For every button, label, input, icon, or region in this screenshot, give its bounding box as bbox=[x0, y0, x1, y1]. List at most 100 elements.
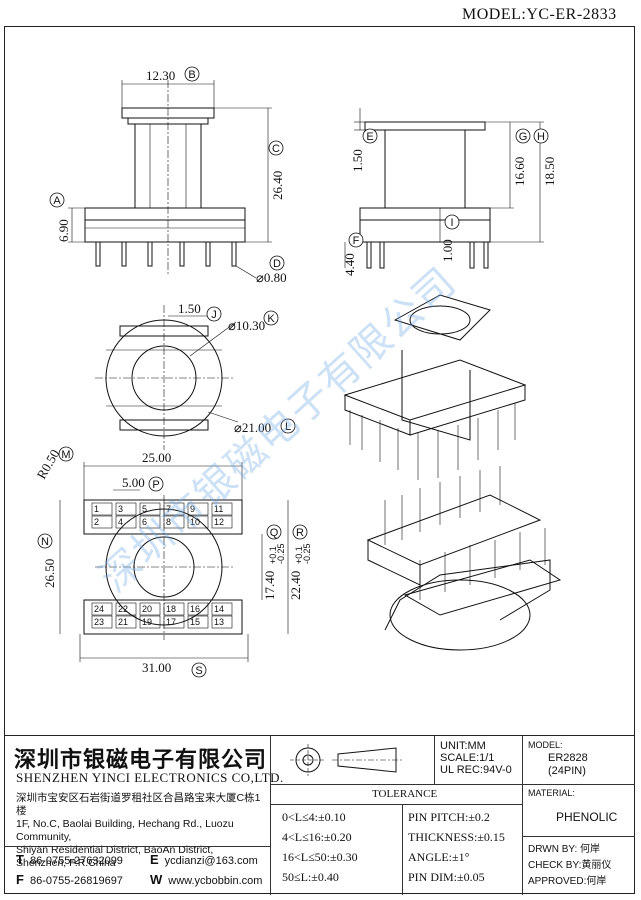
pin-pad bbox=[187, 502, 209, 516]
callout-k: K bbox=[263, 310, 279, 326]
pin-label: 2 bbox=[94, 517, 99, 527]
pin-pad bbox=[91, 502, 113, 516]
web-value[interactable]: www.ycbobbin.com bbox=[168, 875, 263, 887]
pin-label: 7 bbox=[166, 504, 171, 514]
dim-outer-gap: 22.40 bbox=[288, 571, 303, 600]
pin-label: 17 bbox=[166, 617, 176, 627]
pin-pad bbox=[211, 615, 233, 629]
callout-p: P bbox=[148, 476, 164, 492]
pin-label: 23 bbox=[94, 617, 104, 627]
pin-label: 12 bbox=[214, 517, 224, 527]
pin-label: 3 bbox=[118, 504, 123, 514]
pin-pad bbox=[211, 602, 233, 616]
pin-pad bbox=[163, 602, 185, 616]
callout-label: E bbox=[366, 131, 373, 143]
pin-pad bbox=[115, 515, 137, 529]
tol-row-2: 4<L≤16:±0.20 bbox=[282, 830, 352, 844]
pin-pad bbox=[187, 602, 209, 616]
pin-pad bbox=[163, 515, 185, 529]
callout-r: R bbox=[292, 524, 308, 540]
dim-top-slot: 1.50 bbox=[178, 301, 201, 316]
pin-pad bbox=[139, 515, 161, 529]
material-value: PHENOLIC bbox=[556, 810, 618, 824]
drawn-by: DRWN BY: 何岸 bbox=[528, 844, 601, 855]
callout-label: D bbox=[273, 258, 281, 270]
dim-side-pin: 4.40 bbox=[342, 253, 357, 276]
pin-pad bbox=[139, 502, 161, 516]
model-pins: (24PIN) bbox=[548, 765, 586, 777]
callout-label: P bbox=[152, 479, 159, 491]
pin-pad bbox=[163, 502, 185, 516]
dim-side-body: 16.60 bbox=[512, 157, 527, 186]
callout-label: M bbox=[61, 449, 70, 461]
company-address: 深圳市宝安区石岩街道罗租社区合昌路宝来大厦C栋1楼 1F, No.C, Baol… bbox=[16, 792, 266, 870]
divider bbox=[270, 804, 522, 805]
company-name-cn: 深圳市银磁电子有限公司 bbox=[14, 748, 268, 773]
callout-label: C bbox=[272, 143, 280, 155]
model-title: MODEL: bbox=[528, 740, 563, 750]
pin-label: 14 bbox=[214, 604, 224, 614]
pin-label: 9 bbox=[190, 504, 195, 514]
dim-top-inner: ⌀10.30 bbox=[228, 318, 265, 333]
callout-j: J bbox=[206, 306, 222, 322]
title-block: 深圳市银磁电子有限公司 SHENZHEN YINCI ELECTRONICS C… bbox=[4, 735, 635, 895]
tol-row-7: ANGLE:±1° bbox=[408, 850, 470, 864]
dim-pin-radius: R0.50 bbox=[34, 447, 63, 482]
divider bbox=[522, 836, 635, 837]
divider bbox=[270, 784, 635, 785]
divider bbox=[522, 736, 523, 895]
dim-front-width: 12.30 bbox=[146, 68, 175, 83]
dim-front-height: 26.40 bbox=[270, 171, 285, 200]
dim-inner-gap-tol-up: +0.1 bbox=[268, 546, 278, 564]
email-label: E bbox=[150, 852, 159, 867]
fax-label: F bbox=[16, 872, 24, 887]
callout-l: L bbox=[280, 418, 296, 434]
pin-label: 22 bbox=[118, 604, 128, 614]
dim-inner-gap-tol-dn: -0.25 bbox=[276, 543, 286, 564]
pin-label: 20 bbox=[142, 604, 152, 614]
pin-label: 6 bbox=[142, 517, 147, 527]
address-en-3: Shenzhen, P.R.China bbox=[16, 857, 116, 869]
approved-by: APPROVED:何岸 bbox=[528, 876, 607, 887]
fax-value: 86-0755-26819697 bbox=[29, 875, 123, 887]
tel-value: 86-0755-27632099 bbox=[29, 855, 123, 867]
callout-label: F bbox=[353, 235, 360, 247]
callout-label: R bbox=[296, 527, 304, 539]
callout-label: I bbox=[450, 217, 453, 229]
callout-label: A bbox=[53, 195, 61, 207]
pin-label: 21 bbox=[118, 617, 128, 627]
address-en-1: 1F, No.C, Baolai Building, Hechang Rd., … bbox=[16, 818, 234, 843]
email-value[interactable]: ycdianzi@163.com bbox=[164, 855, 258, 867]
side-view: 1.50 16.60 18.50 4.40 1.00 bbox=[342, 108, 557, 276]
callout-label: L bbox=[285, 421, 291, 433]
callout-label: J bbox=[211, 309, 217, 321]
callout-label: B bbox=[188, 69, 195, 81]
top-view: 1.50 ⌀10.30 ⌀21.00 bbox=[95, 301, 271, 450]
model-value: ER2828 bbox=[548, 752, 588, 764]
callout-label: G bbox=[519, 131, 528, 143]
model-header: MODEL:YC-ER-2833 bbox=[462, 6, 617, 23]
address-en-2: Shiyan Residential District, BaoAn Distr… bbox=[16, 844, 214, 856]
pin-label: 15 bbox=[190, 617, 200, 627]
tolerance-title: TOLERANCE bbox=[372, 788, 438, 800]
dim-inner-gap: 17.40 bbox=[262, 571, 277, 600]
pin-pad bbox=[211, 502, 233, 516]
pin-label: 19 bbox=[142, 617, 152, 627]
iso-view-bottom bbox=[366, 466, 562, 651]
tel-label: T bbox=[16, 852, 24, 867]
callout-i: I bbox=[444, 214, 460, 230]
tol-row-5: PIN PITCH:±0.2 bbox=[408, 810, 490, 824]
dim-top-outer: ⌀21.00 bbox=[234, 420, 271, 435]
scale-text: SCALE:1/1 bbox=[440, 752, 495, 764]
pin-label: 16 bbox=[190, 604, 200, 614]
check-by: CHECK BY:黄丽仪 bbox=[528, 860, 612, 871]
pin-pad bbox=[91, 615, 113, 629]
callout-g: G bbox=[515, 128, 531, 144]
company-name-en: SHENZHEN YINCI ELECTRONICS CO,LTD. bbox=[16, 770, 284, 785]
front-pins bbox=[95, 241, 237, 267]
dim-outer-gap-tol-dn: -0.25 bbox=[302, 543, 312, 564]
